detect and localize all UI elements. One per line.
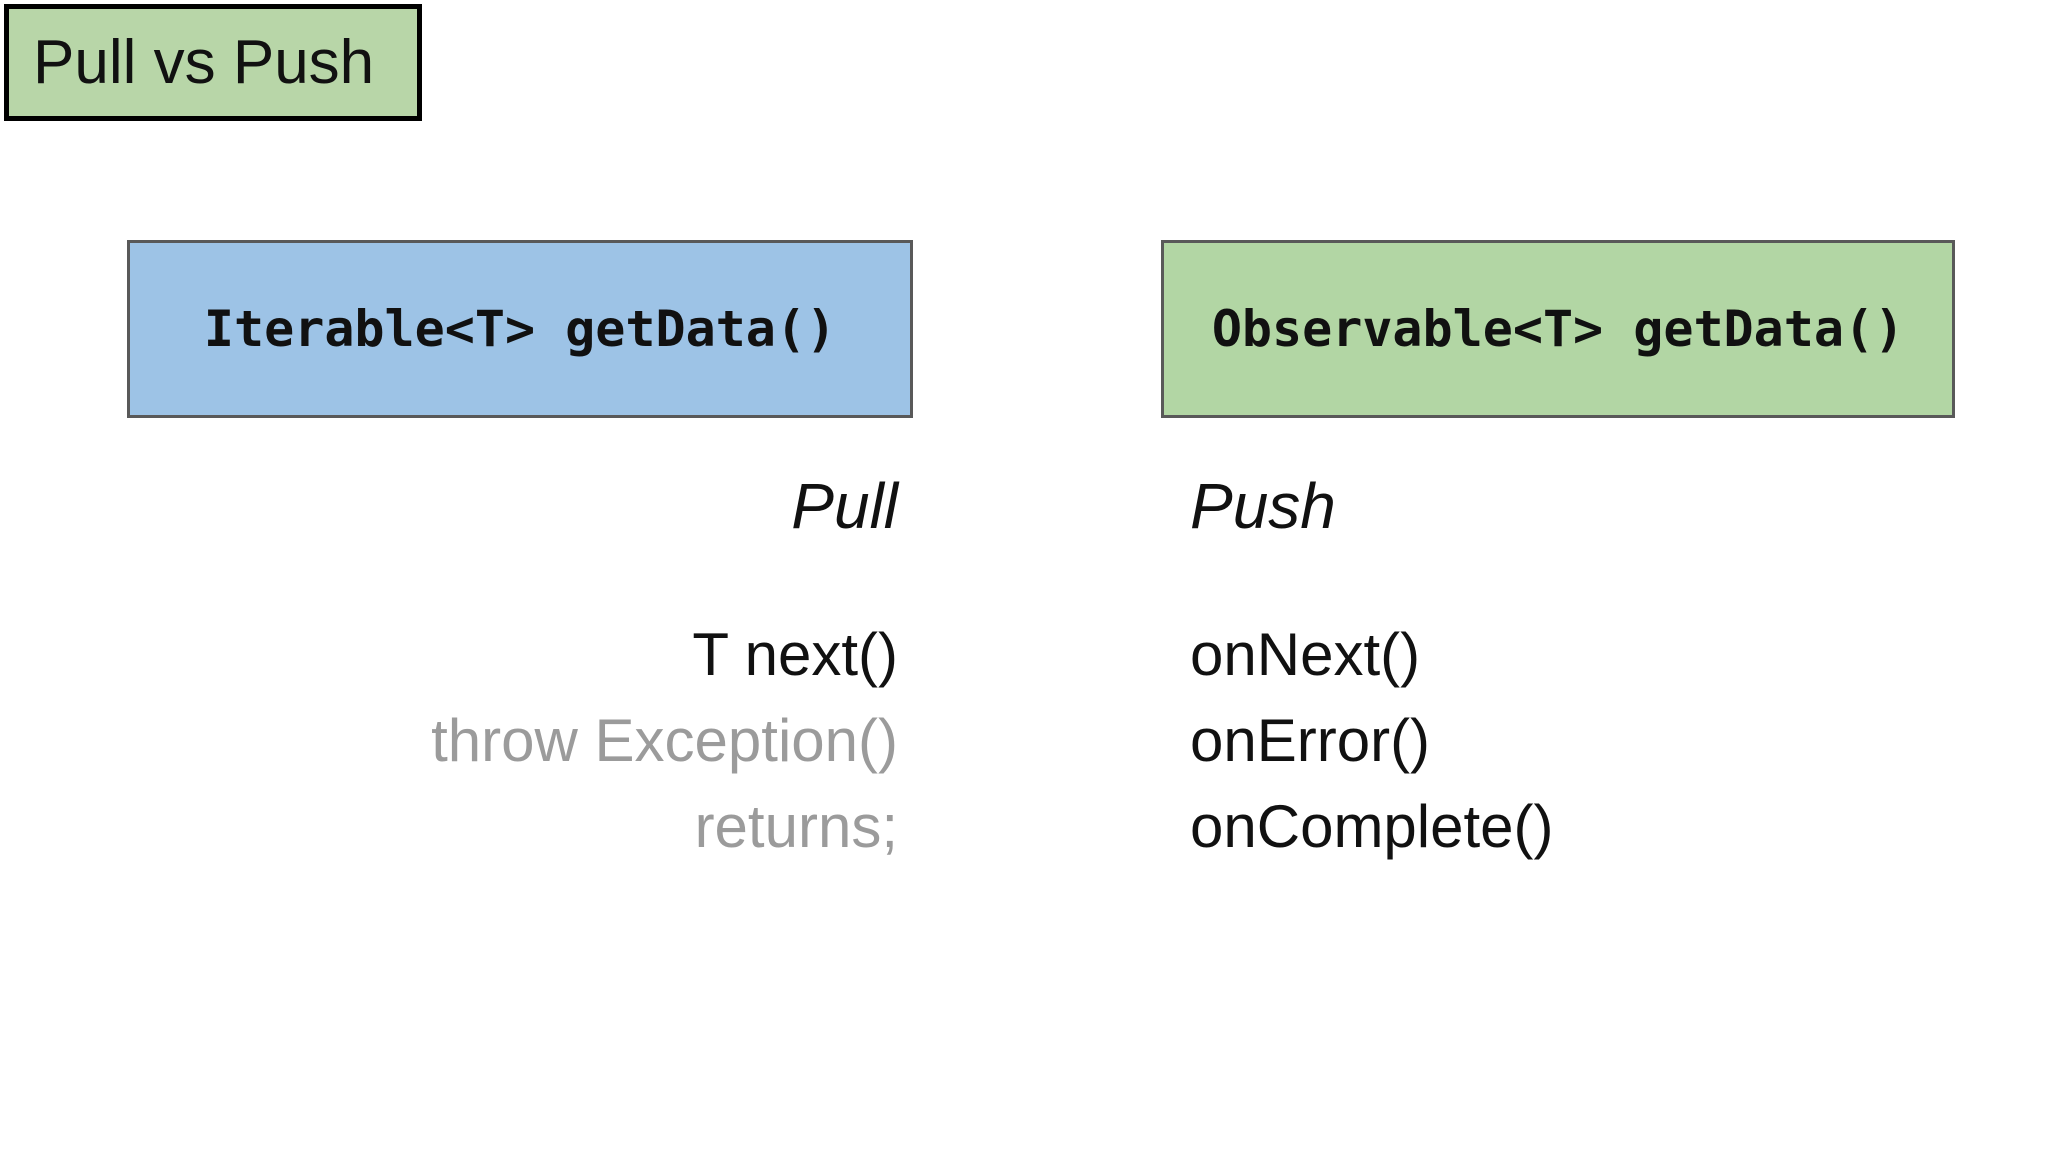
pull-method-returns: returns; [694,793,898,860]
pull-method-throw-exception: throw Exception() [431,707,898,774]
push-column: Push onNext() onError() onComplete() [1190,462,1554,870]
iterable-header-box: Iterable<T> getData() [127,240,913,418]
pull-method-next: T next() [692,621,898,688]
slide-title-box: Pull vs Push [4,4,422,121]
push-method-onerror: onError() [1190,707,1431,774]
push-label: Push [1190,470,1336,542]
observable-signature: Observable<T> getData() [1211,300,1905,358]
observable-header-box: Observable<T> getData() [1161,240,1955,418]
iterable-signature: Iterable<T> getData() [203,300,837,358]
push-method-oncomplete: onComplete() [1190,793,1554,860]
pull-column: Pull T next() throw Exception() returns; [431,462,898,870]
pull-label: Pull [791,470,898,542]
push-method-onnext: onNext() [1190,621,1421,688]
slide-title: Pull vs Push [33,27,375,97]
